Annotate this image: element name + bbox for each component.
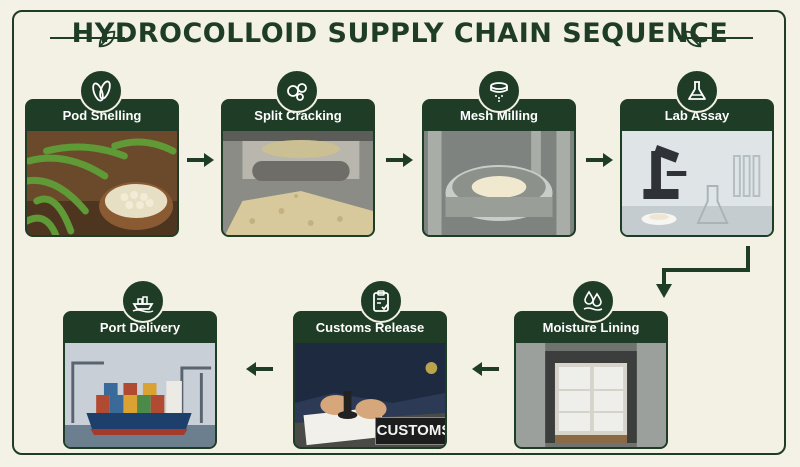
- moisture-lining-photo: [516, 343, 666, 449]
- step-card-port-delivery: Port Delivery: [63, 311, 217, 449]
- water-drops-icon: [571, 279, 615, 323]
- port-delivery-photo: [65, 343, 215, 449]
- step-card-split-cracking: Split Cracking: [221, 99, 375, 237]
- step-card-mesh-milling: Mesh Milling: [422, 99, 576, 237]
- flask-icon: [675, 69, 719, 113]
- mesh-milling-photo: [424, 131, 574, 237]
- title-rule-right: [678, 37, 753, 39]
- cracked-seeds-icon: [275, 69, 319, 113]
- leaf-icon: [682, 28, 704, 50]
- mill-sieve-icon: [477, 69, 521, 113]
- clipboard-check-icon: [359, 279, 403, 323]
- flow-arrow: [244, 360, 274, 378]
- cargo-ship-icon: [121, 279, 165, 323]
- customs-stamp-label: CUSTOMS: [375, 417, 447, 445]
- step-card-moisture-lining: Moisture Lining: [514, 311, 668, 449]
- lab-assay-photo: [622, 131, 772, 237]
- split-cracking-photo: [223, 131, 373, 237]
- flow-arrow: [186, 151, 216, 169]
- step-card-pod-shelling: Pod Shelling: [25, 99, 179, 237]
- bean-pods-icon: [79, 69, 123, 113]
- flow-arrow-elbow: [650, 246, 754, 302]
- diagram-title: HYDROCOLLOID SUPPLY CHAIN SEQUENCE: [0, 18, 800, 49]
- step-card-lab-assay: Lab Assay: [620, 99, 774, 237]
- flow-arrow: [470, 360, 500, 378]
- pod-shelling-photo: [27, 131, 177, 237]
- step-card-customs-release: Customs Release CUSTOMS: [293, 311, 447, 449]
- flow-arrow: [585, 151, 615, 169]
- flow-arrow: [385, 151, 415, 169]
